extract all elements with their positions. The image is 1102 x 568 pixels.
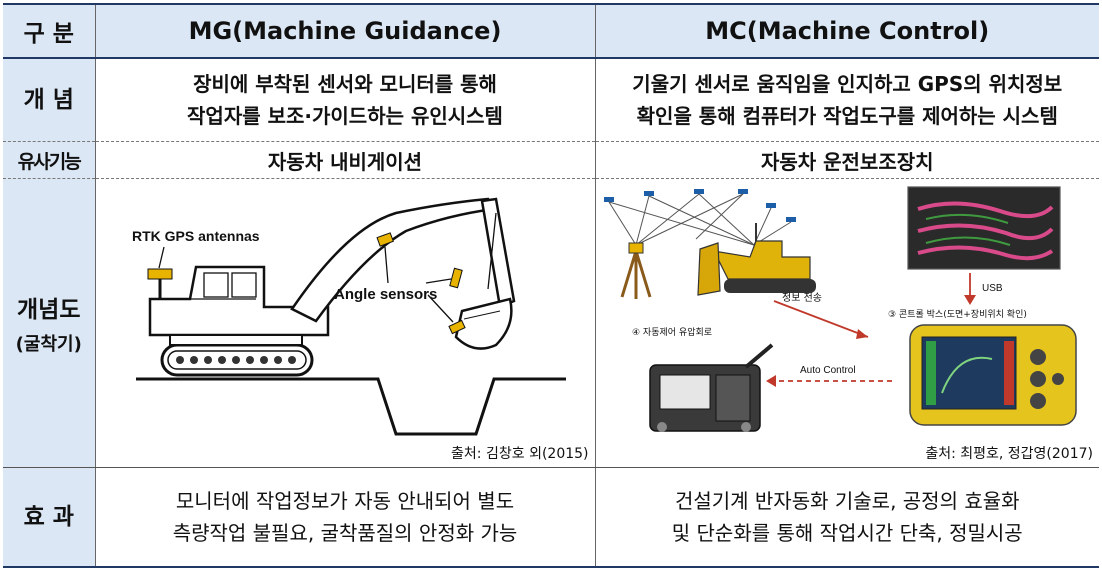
mc-control-box-label: ③ 콘트롤 박스(도면+장비위치 확인) (888, 308, 1027, 320)
mc-auto-control-label: Auto Control (800, 365, 856, 376)
effect-mg-line-1: 모니터에 작업정보가 자동 안내되어 별도 (175, 489, 515, 513)
similar-row: 유사기능 자동차 내비게이션 자동차 운전보조장치 (3, 141, 1099, 179)
effect-mc-line-1: 건설기계 반자동화 기술로, 공정의 효율화 (674, 489, 1020, 513)
effect-label: 효 과 (3, 467, 96, 568)
effect-mc-line-2: 및 단순화를 통해 작업시간 단축, 정밀시공 (671, 521, 1023, 545)
mc-usb-label: USB (982, 283, 1003, 294)
concept-mg: 장비에 부착된 센서와 모니터를 통해 작업자를 보조·가이드하는 유인시스템 (95, 58, 596, 142)
machine-control-illustration: 정보 전송 USB ③ 콘트롤 박스(도면+장비위치 확인) ④ 자동제어 유압… (603, 186, 1077, 432)
mc-data-transfer-label: 정보 전송 (782, 292, 822, 304)
effect-mg-line-2: 측량작업 불필요, 굴착품질의 안정화 가능 (172, 521, 518, 545)
mg-source: 출처: 김창호 외(2015) (451, 446, 589, 462)
diagram-mc-cell: 정보 전송 USB ③ 콘트롤 박스(도면+장비위치 확인) ④ 자동제어 유압… (595, 178, 1099, 468)
header-row: 구 분 MG(Machine Guidance) MC(Machine Cont… (3, 3, 1099, 59)
similar-mg: 자동차 내비게이션 (95, 141, 596, 179)
effect-mg: 모니터에 작업정보가 자동 안내되어 별도 측량작업 불필요, 굴착품질의 안정… (95, 467, 596, 568)
concept-label: 개 념 (3, 58, 96, 142)
header-category: 구 분 (3, 3, 96, 59)
concept-mc: 기울기 센서로 움직임을 인지하고 GPS의 위치정보 확인을 통해 컴퓨터가 … (595, 58, 1099, 142)
similar-label: 유사기능 (3, 141, 96, 179)
header-mg: MG(Machine Guidance) (95, 3, 596, 59)
comparison-table: 구 분 MG(Machine Guidance) MC(Machine Cont… (3, 3, 1099, 568)
concept-row: 개 념 장비에 부착된 센서와 모니터를 통해 작업자를 보조·가이드하는 유인… (3, 58, 1099, 142)
concept-mc-line-1: 기울기 센서로 움직임을 인지하고 GPS의 위치정보 (632, 72, 1063, 96)
mc-auto-circuit-label: ④ 자동제어 유압회로 (632, 326, 712, 338)
concept-mc-line-2: 확인을 통해 컴퓨터가 작업도구를 제어하는 시스템 (636, 104, 1058, 128)
diagram-row: 개념도 (굴착기) (3, 178, 1099, 468)
satellite-icon (603, 189, 796, 222)
concept-mg-line-1: 장비에 부착된 센서와 모니터를 통해 (193, 72, 497, 96)
similar-mc: 자동차 운전보조장치 (595, 141, 1099, 179)
angle-sensors-label: Angle sensors (334, 286, 437, 303)
header-mc: MC(Machine Control) (595, 3, 1099, 59)
diagram-sublabel: (굴착기) (15, 334, 82, 355)
rtk-gps-label: RTK GPS antennas (132, 228, 260, 244)
effect-mc: 건설기계 반자동화 기술로, 공정의 효율화 및 단순화를 통해 작업시간 단축… (595, 467, 1099, 568)
concept-mg-line-2: 작업자를 보조·가이드하는 유인시스템 (187, 104, 503, 128)
excavator-illustration: RTK GPS antennas Angle sensors (132, 197, 566, 436)
diagram-mg-cell: RTK GPS antennas Angle sensors 출처: 김창호 외… (95, 178, 596, 468)
diagram-label-cell: 개념도 (굴착기) (3, 178, 96, 468)
mc-source: 출처: 최평호, 정갑영(2017) (925, 446, 1093, 462)
effect-row: 효 과 모니터에 작업정보가 자동 안내되어 별도 측량작업 불필요, 굴착품질… (3, 467, 1099, 568)
diagram-label: 개념도 (17, 297, 81, 323)
